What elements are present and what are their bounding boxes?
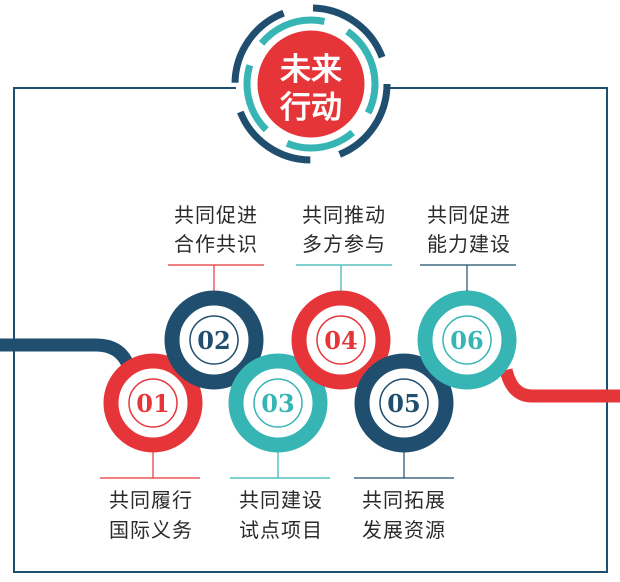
step-06-inner-ring <box>442 315 492 365</box>
title-disc <box>254 27 368 141</box>
step-02-inner-ring <box>189 315 239 365</box>
step-02-number: 02 <box>197 326 230 355</box>
step-05-ring <box>354 353 454 453</box>
step-01: 01 <box>103 353 203 453</box>
step-05-label-line-2: 发展资源 <box>362 518 446 542</box>
step-06: 06 <box>417 290 517 390</box>
step-04-number: 04 <box>324 326 357 355</box>
step-01-label-line-2: 国际义务 <box>109 518 193 542</box>
step-03-ring <box>228 353 328 453</box>
step-02: 02 <box>164 290 264 390</box>
title-badge: 未来 行动 <box>231 4 391 164</box>
step-05-label-line-1: 共同拓展 <box>362 488 446 512</box>
step-03-number: 03 <box>261 389 294 418</box>
step-01-number: 01 <box>136 389 169 418</box>
step-01-ring <box>103 353 203 453</box>
track-left <box>0 338 135 368</box>
step-03: 03 <box>228 353 328 453</box>
step-04-label-line-1: 共同推动 <box>302 203 386 227</box>
step-04-label-line-2: 多方参与 <box>302 232 386 256</box>
step-06-number: 06 <box>450 326 483 355</box>
step-03-label-line-1: 共同建设 <box>239 488 323 512</box>
step-05-inner-ring <box>379 378 429 428</box>
step-06-ring <box>417 290 517 390</box>
step-04: 04 <box>291 290 391 390</box>
step-01-inner-ring <box>128 378 178 428</box>
step-02-label-line-2: 合作共识 <box>174 232 258 256</box>
step-03-label-line-2: 试点项目 <box>239 518 323 542</box>
step-05-number: 05 <box>387 389 420 418</box>
step-06-label-line-2: 能力建设 <box>427 232 511 256</box>
step-04-inner-ring <box>316 315 366 365</box>
step-03-inner-ring <box>253 378 303 428</box>
frame-border <box>13 87 608 573</box>
track-right <box>499 368 620 403</box>
title-line-1: 未来 <box>280 52 342 88</box>
title-line-2: 行动 <box>279 90 342 126</box>
step-02-ring <box>164 290 264 390</box>
step-04-ring <box>291 290 391 390</box>
step-06-label-line-1: 共同促进 <box>427 203 511 227</box>
title-ring-outer-navy <box>231 4 391 164</box>
title-ring-inner-teal <box>243 16 379 152</box>
step-01-label-line-1: 共同履行 <box>109 488 193 512</box>
step-05: 05 <box>354 353 454 453</box>
step-02-label-line-1: 共同促进 <box>174 203 258 227</box>
